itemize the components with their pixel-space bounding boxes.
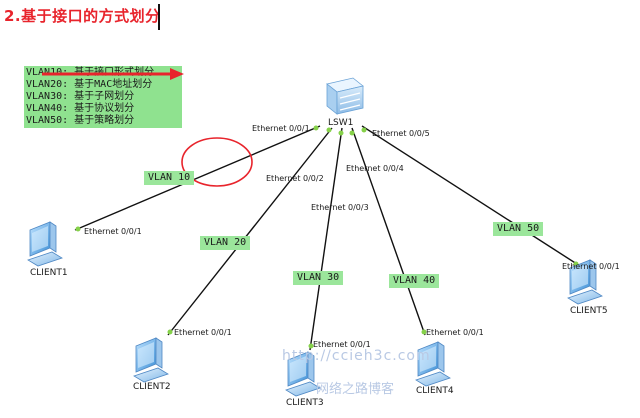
vlan-tag-20: VLAN 20 [200, 236, 251, 250]
client2-pc-icon[interactable] [133, 337, 169, 383]
switch-port-label-1: Ethernet 0/0/1 [252, 124, 310, 133]
vlan-tag-10: VLAN 10 [144, 171, 195, 185]
port-dot [75, 226, 81, 232]
link-client3 [309, 127, 343, 351]
client3-label: CLIENT3 [286, 398, 324, 408]
client4-label: CLIENT4 [416, 386, 454, 396]
link-client1 [74, 125, 321, 231]
watermark-url: http://ccieh3c.com [282, 348, 431, 364]
switch-port-label-3: Ethernet 0/0/3 [311, 203, 369, 212]
legend-line-vlan30: VLAN30: 基于子网划分 [26, 91, 135, 102]
port-dot [313, 125, 319, 131]
client4-pc-icon[interactable] [415, 341, 451, 387]
switch-port-label-2: Ethernet 0/0/2 [266, 174, 324, 183]
red-arrow-head [170, 68, 184, 80]
client5-pc-icon[interactable] [567, 259, 603, 305]
legend-line-vlan50: VLAN50: 基于策略划分 [26, 115, 135, 126]
port-dot [361, 127, 367, 133]
text-cursor [158, 4, 160, 30]
watermark-site: 网络之路博客 [316, 382, 395, 397]
page-title: 2.基于接口的方式划分 [4, 7, 161, 25]
vlan-tag-40: VLAN 40 [389, 274, 440, 288]
client2-port-label: Ethernet 0/0/1 [174, 328, 232, 337]
port-dot [308, 343, 314, 349]
client5-port-label: Ethernet 0/0/1 [562, 262, 620, 271]
vlan-tag-30: VLAN 30 [293, 271, 344, 285]
port-dot [338, 130, 344, 136]
link-client2 [167, 127, 333, 336]
switch-port-label-4: Ethernet 0/0/4 [346, 164, 404, 173]
client4-port-label: Ethernet 0/0/1 [426, 328, 484, 337]
link-client4 [351, 127, 426, 336]
link-client5 [361, 125, 581, 267]
switch-port-label-5: Ethernet 0/0/5 [372, 129, 430, 138]
client5-label: CLIENT5 [570, 306, 608, 316]
client3-port-label: Ethernet 0/0/1 [313, 340, 371, 349]
port-dot [421, 329, 427, 335]
switch-label: LSW1 [328, 118, 354, 128]
client1-port-label: Ethernet 0/0/1 [84, 227, 142, 236]
legend-line-vlan20: VLAN20: 基于MAC地址划分 [26, 79, 153, 90]
port-dot [326, 127, 332, 133]
legend-line-vlan40: VLAN40: 基于协议划分 [26, 103, 135, 114]
highlight-ring [181, 137, 253, 187]
vlan-legend-box [24, 66, 182, 128]
switch-icon[interactable] [326, 77, 364, 115]
port-dot [349, 130, 355, 136]
client3-pc-icon[interactable] [285, 351, 321, 397]
client2-label: CLIENT2 [133, 382, 171, 392]
client1-pc-icon[interactable] [27, 221, 63, 267]
vlan-tag-50: VLAN 50 [493, 222, 544, 236]
port-dot [167, 329, 173, 335]
client1-label: CLIENT1 [30, 268, 68, 278]
